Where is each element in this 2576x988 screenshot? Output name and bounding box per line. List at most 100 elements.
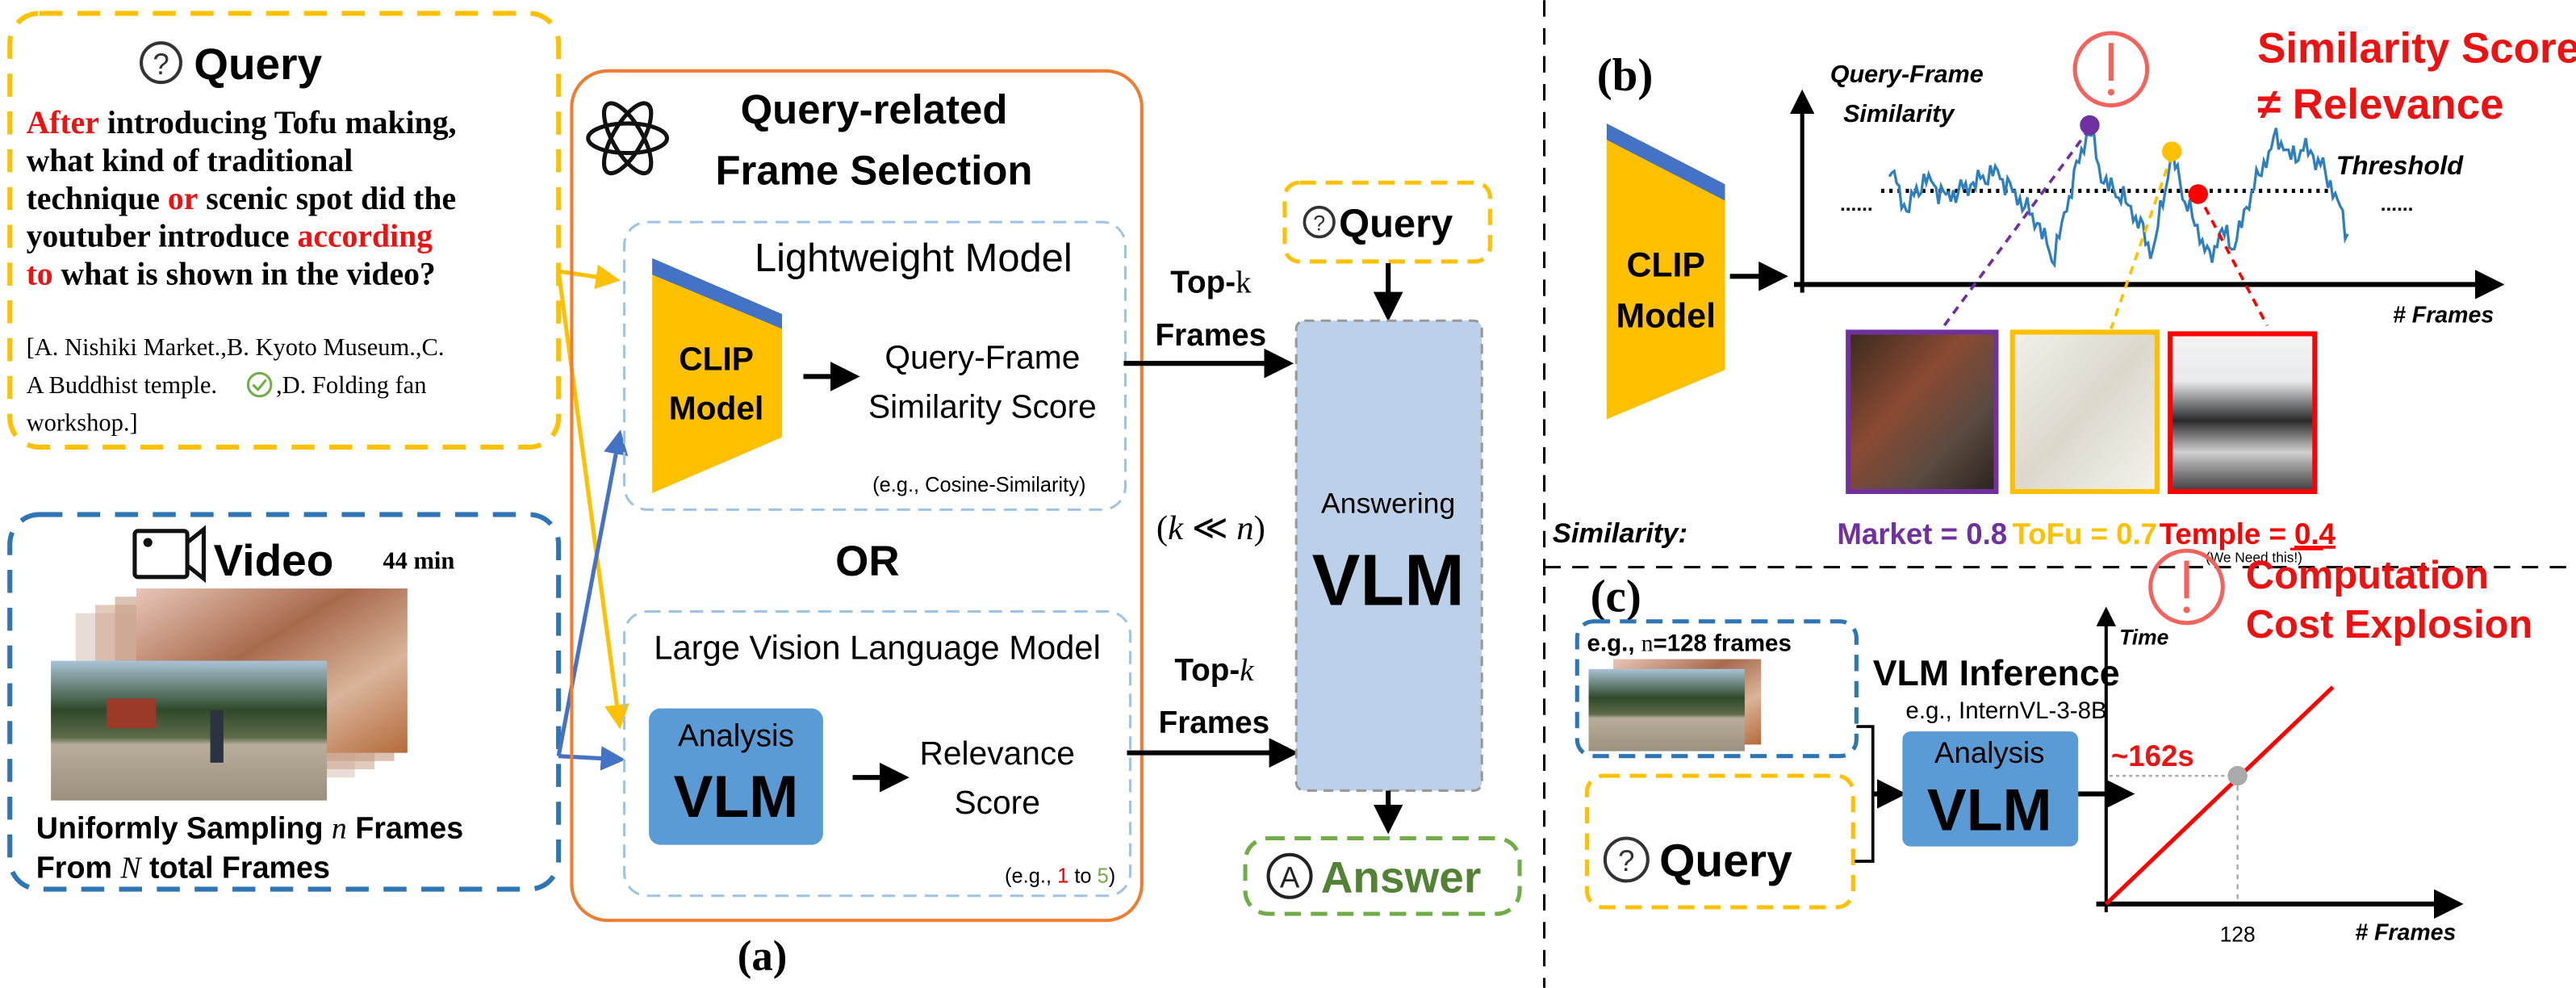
svg-text:(e.g., Cosine-Similarity): (e.g., Cosine-Similarity) — [872, 474, 1085, 496]
panel-a-label: (a) — [738, 932, 788, 979]
topk-relevance: Top-k Frames — [1127, 653, 1299, 768]
street-frame-image — [51, 660, 328, 801]
svg-text:A: A — [1280, 861, 1300, 894]
question-circle-icon: ? — [140, 41, 182, 85]
svg-text:youtuber introduce according: youtuber introduce according — [27, 219, 433, 254]
svg-text:Query-Frame: Query-Frame — [1830, 61, 1984, 88]
temple-note: (We Need this!) — [2206, 549, 2302, 565]
a-circle-icon: A — [1266, 852, 1313, 899]
frame-selection-box: Query-related Frame Selection Lightweigh… — [570, 69, 1144, 923]
clip-model-shape: CLIP Model — [1606, 123, 1725, 420]
svg-text:e.g., n=128 frames: e.g., n=128 frames — [1587, 630, 1792, 656]
svg-text:Answer: Answer — [1321, 852, 1482, 902]
svg-text:Large Vision Language Model: Large Vision Language Model — [654, 629, 1101, 667]
svg-text:?: ? — [1618, 844, 1634, 877]
svg-text:# Frames: # Frames — [2355, 920, 2456, 946]
svg-text:Similarity: Similarity — [1843, 100, 1955, 128]
answering-vlm-box: Answering VLM — [1294, 319, 1483, 792]
market-point — [2080, 115, 2100, 136]
svg-text:Top-k: Top-k — [1174, 653, 1254, 688]
k-much-less-than-n: (k ≪ n) — [1156, 509, 1265, 547]
svg-text:......: ...... — [1840, 194, 1873, 216]
svg-text:Lightweight Model: Lightweight Model — [755, 237, 1073, 280]
clip-model-shape: CLIP Model — [652, 257, 782, 493]
temple-frame-image — [2168, 331, 2318, 494]
svg-text:[A. Nishiki Market.,B. Kyoto M: [A. Nishiki Market.,B. Kyoto Museum.,C. — [27, 333, 445, 361]
svg-text:Similarity Score: Similarity Score — [868, 387, 1097, 425]
svg-text:Query: Query — [1339, 202, 1453, 245]
svg-text:Similarity Score: Similarity Score — [2257, 25, 2576, 73]
svg-text:workshop.]: workshop.] — [27, 409, 138, 437]
svg-text:Frames: Frames — [1159, 705, 1270, 740]
svg-text:VLM: VLM — [1927, 777, 2052, 843]
exclamation-circle-icon — [2072, 31, 2150, 108]
cost-point — [2227, 765, 2248, 786]
svg-text:≠ Relevance: ≠ Relevance — [2257, 81, 2504, 128]
vlm-inference-example: e.g., InternVL-3-8B — [1905, 697, 2106, 724]
svg-text:From N total Frames: From N total Frames — [36, 850, 330, 885]
frame-selection-title: Frame Selection — [715, 147, 1032, 193]
svg-text:CLIP: CLIP — [1627, 245, 1705, 284]
relevance-example: (e.g., 1 to 5) — [1005, 864, 1115, 887]
similarity-label: Similarity: — [1553, 518, 1687, 549]
cost-line — [2105, 685, 2335, 906]
market-frame-image — [1846, 329, 1999, 494]
svg-text:CLIP: CLIP — [679, 340, 754, 377]
svg-text:VLM: VLM — [1312, 539, 1465, 620]
frame-selection-title: Query-related — [741, 86, 1008, 132]
svg-text:Cost Explosion: Cost Explosion — [2246, 603, 2533, 647]
svg-text:Model: Model — [669, 389, 764, 426]
query-question: After introducing Tofu making, what kind… — [27, 105, 457, 291]
answer-options: [A. Nishiki Market.,B. Kyoto Museum.,C. … — [27, 333, 445, 437]
svg-text:Time: Time — [2119, 625, 2168, 649]
or-label: OR — [835, 538, 899, 585]
svg-text:......: ...... — [2381, 194, 2414, 216]
panel-c-label: (c) — [1591, 571, 1641, 622]
tofu-point — [2162, 141, 2182, 161]
svg-text:to what is shown in the video?: to what is shown in the video? — [27, 256, 436, 291]
frames-box: e.g., n=128 frames — [1574, 619, 1859, 759]
video-caption: Uniformly Sampling n Frames From N total… — [36, 810, 463, 885]
svg-text:,D. Folding fan: ,D. Folding fan — [276, 371, 426, 399]
tofu-frame-image — [2009, 329, 2160, 494]
query-box: ? Query After introducing Tofu making, w… — [7, 10, 562, 450]
warning-cost: Computation Cost Explosion — [2148, 548, 2533, 647]
warning-similarity: Similarity Score ≠ Relevance — [2072, 25, 2576, 128]
question-circle-icon: ? — [1603, 836, 1650, 883]
svg-text:technique or scenic spot did t: technique or scenic spot did the — [27, 181, 457, 216]
answer-box: A Answer — [1243, 835, 1522, 916]
similarity-plot: Query-Frame Similarity # Frames Threshol… — [1789, 61, 2505, 330]
svg-text:# Frames: # Frames — [2393, 302, 2494, 328]
analysis-vlm-box: Analysis VLM — [1902, 731, 2079, 847]
sampled-frames-stack — [51, 588, 408, 801]
video-camera-icon — [132, 525, 206, 584]
svg-text:Frames: Frames — [1156, 318, 1267, 353]
svg-text:Score: Score — [955, 784, 1040, 821]
svg-text:Top-k: Top-k — [1170, 266, 1252, 300]
svg-text:Uniformly Sampling n Frames: Uniformly Sampling n Frames — [36, 810, 463, 845]
svg-text:Query: Query — [1659, 835, 1792, 886]
query-box-c: ? Query — [1584, 773, 1855, 910]
panel-b-label: (b) — [1597, 50, 1654, 101]
svg-text:Analysis: Analysis — [678, 718, 794, 753]
query-title: Query — [194, 39, 322, 89]
lightweight-model-box: Lightweight Model CLIP Model Query-Frame… — [623, 220, 1127, 511]
check-circle-icon — [246, 371, 273, 398]
analysis-vlm-box — [649, 708, 823, 845]
svg-text:A Buddhist temple.: A Buddhist temple. — [27, 371, 218, 399]
svg-text:After introducing Tofu making,: After introducing Tofu making, — [27, 105, 457, 140]
market-similarity: Market = 0.8 — [1837, 517, 2007, 551]
svg-text:128: 128 — [2220, 923, 2256, 947]
temple-similarity: Temple = 0.4 — [2160, 517, 2336, 551]
svg-text:what kind of traditional: what kind of traditional — [27, 143, 353, 178]
svg-text:Analysis: Analysis — [1934, 736, 2044, 769]
tofu-similarity: ToFu = 0.7 — [2013, 517, 2157, 551]
exclamation-circle-icon — [2148, 548, 2225, 626]
svg-text:~162s: ~162s — [2111, 739, 2194, 772]
svg-text:Query-Frame: Query-Frame — [884, 338, 1080, 375]
lvlm-box: Large Vision Language Model Analysis VLM… — [623, 610, 1132, 898]
street-frame-image — [1588, 668, 1745, 751]
svg-text:Threshold: Threshold — [2336, 151, 2465, 180]
svg-text:?: ? — [1313, 211, 1325, 235]
